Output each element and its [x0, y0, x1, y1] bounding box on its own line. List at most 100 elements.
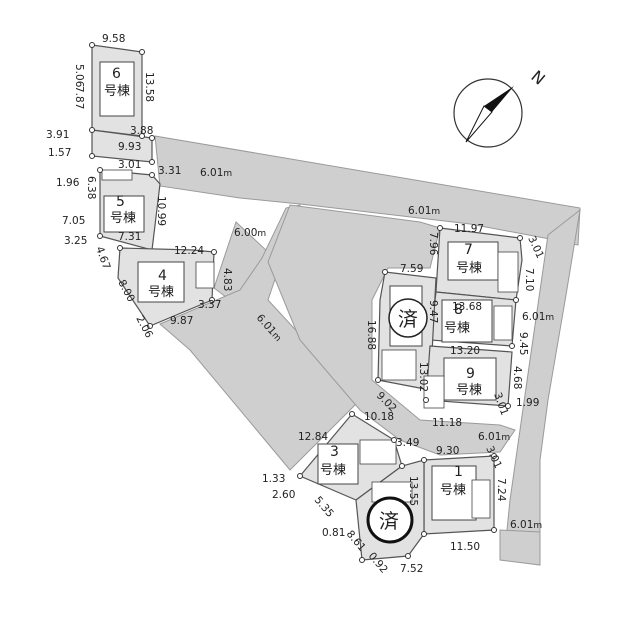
dim-label: 9.47: [427, 300, 439, 323]
road-main-horizontal: [154, 135, 581, 246]
lot-number: 5: [116, 194, 125, 210]
dim-label: 9.87: [170, 315, 193, 327]
dim-label: 10.99: [155, 196, 167, 226]
lot-number: 6: [112, 66, 121, 82]
dim-label: 3.88: [130, 125, 153, 137]
dim-label: 16.88: [365, 320, 377, 350]
road-width-label: 6.01m: [408, 205, 440, 217]
lot-8-house: [441, 299, 493, 343]
lot-kind: 号棟: [110, 211, 136, 226]
sold-mark-circle: [388, 298, 428, 338]
dim-label: 9.30: [436, 445, 459, 457]
compass: N: [453, 67, 549, 148]
dim-label: 9.58: [102, 33, 125, 45]
road-south-spur: [499, 529, 541, 566]
lot-9-house: [443, 357, 497, 401]
north-arrow-icon: [484, 86, 514, 112]
dim-label: 4.68: [511, 366, 523, 389]
lots: [91, 44, 523, 561]
lot-kind: 号棟: [444, 321, 470, 336]
dim-label: 10.18: [364, 411, 394, 423]
dim-label: 12.24: [174, 245, 204, 257]
lot-6-house: [99, 61, 135, 117]
dim-label: 13.58: [143, 72, 155, 102]
dim-label: 13.20: [450, 345, 480, 357]
lot-number: 3: [330, 444, 339, 460]
road-width-label: 6.01m: [478, 431, 510, 443]
lot-kind: 号棟: [456, 383, 482, 398]
dim-label: 7.59: [400, 263, 423, 275]
dimension-labels: 9.58 5.06 7.87 13.58 3.91 3.88 1.57 9.93…: [46, 33, 546, 576]
dim-label: 12.84: [298, 431, 328, 443]
north-arrow-tail: [465, 105, 493, 143]
lot-kind: 号棟: [456, 261, 482, 276]
dim-label: 7.10: [523, 268, 535, 291]
dim-label: 9.45: [517, 332, 529, 355]
dim-label: 5.06: [73, 64, 85, 88]
compass-label: N: [527, 67, 548, 89]
dim-label: 4.83: [221, 268, 233, 291]
lot-kind: 号棟: [440, 483, 466, 498]
dim-label: 13.68: [452, 301, 482, 313]
dim-label: 2.60: [272, 489, 295, 501]
road-width-label: 6.01m: [200, 167, 232, 179]
dim-label: 11.50: [450, 541, 480, 553]
dim-label: 13.02: [417, 362, 429, 392]
lot-1-house: [431, 465, 477, 521]
vertex-markers: [89, 42, 523, 563]
dim-label: 7.96: [427, 232, 439, 256]
lot-number: 7: [464, 242, 473, 258]
lot-4-parking: [195, 261, 215, 289]
sold-mark: 済: [398, 307, 418, 331]
road-width-label: 6.00m: [234, 227, 266, 239]
lot-1-parking: [471, 479, 491, 519]
dim-label: 7.05: [62, 215, 85, 227]
lot-number: 9: [466, 366, 475, 382]
dim-label: 1.99: [516, 397, 539, 409]
lot-sold-north-parking: [381, 349, 417, 381]
dim-label: 3.25: [64, 235, 87, 247]
lot-5-parking: [101, 169, 133, 181]
dim-label: 6.38: [85, 176, 97, 199]
dim-label: 1.33: [262, 473, 285, 485]
lot-kind: 号棟: [320, 463, 346, 478]
dim-label: 3.49: [396, 437, 419, 449]
dim-label: 11.97: [454, 223, 484, 235]
lot-8-parking: [493, 305, 513, 341]
lot-5-house: [103, 195, 145, 233]
dim-label: 3.37: [198, 299, 221, 311]
dim-label: 4.67: [93, 245, 112, 271]
dim-label: 11.18: [432, 417, 462, 429]
lot-3-parking: [359, 439, 397, 465]
dim-label: 7.52: [400, 563, 423, 575]
lot-kind: 号棟: [148, 285, 174, 300]
road-inner-ring: [267, 204, 516, 456]
lot-7-parking: [497, 251, 519, 293]
lot-kind: 号棟: [104, 84, 130, 99]
lot-4-house: [137, 261, 185, 303]
sold-marks: 済 済: [366, 298, 428, 544]
lot-7-house: [447, 241, 499, 281]
dim-label: 1.57: [48, 147, 71, 159]
dim-label: 1.96: [56, 177, 80, 189]
road-width-label: 6.01m: [522, 311, 554, 323]
dim-label: 9.93: [118, 141, 141, 153]
dim-label: 3.91: [46, 129, 69, 141]
sold-mark: 済: [379, 509, 399, 533]
lot-3-house: [317, 443, 359, 485]
dim-label: 13.55: [407, 476, 419, 506]
dim-label: 3.01: [118, 159, 141, 171]
lot-number: 1: [454, 464, 463, 480]
dim-label: 3.31: [158, 165, 181, 177]
dim-label: 7.31: [118, 231, 141, 243]
dim-label: 7.24: [495, 478, 507, 502]
roads: [154, 135, 581, 566]
dim-label: 0.81: [322, 527, 345, 539]
lot-number: 4: [158, 268, 167, 284]
dim-label: 5.35: [312, 494, 336, 520]
road-width-label: 6.01m: [510, 519, 542, 531]
lot-labels: 6 号棟 5 号棟 4 号棟 7 号棟 8 号棟 9 号棟 3 号棟 1 号棟: [104, 66, 482, 498]
lot-number: 8: [454, 302, 463, 318]
dim-label: 7.87: [73, 86, 85, 109]
